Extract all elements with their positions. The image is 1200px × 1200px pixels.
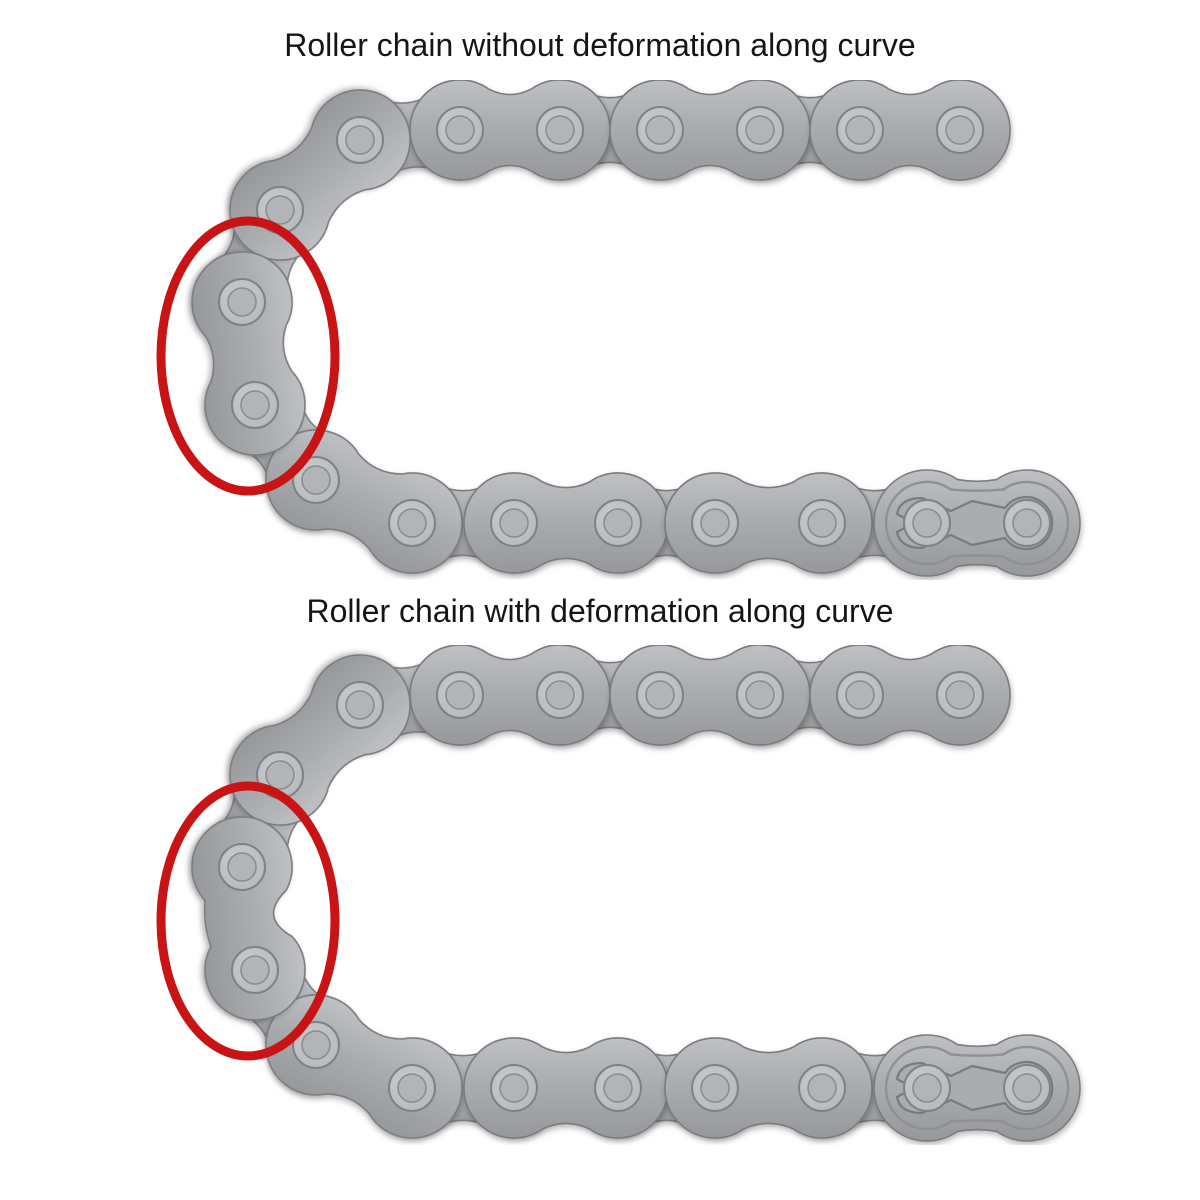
pin — [292, 1021, 340, 1069]
chain-link-outer — [191, 251, 306, 456]
pin — [490, 1064, 538, 1112]
chain-link-outer — [463, 1037, 669, 1139]
pin — [691, 499, 739, 547]
chain-link-outer — [609, 645, 811, 746]
pin — [490, 499, 538, 547]
chain-link-outer — [463, 472, 669, 574]
pin — [218, 843, 266, 891]
chain-link-outer — [809, 645, 1011, 746]
panel-with-deformation: Roller chain with deformation along curv… — [0, 592, 1200, 1145]
chain-pins — [218, 106, 1051, 547]
pin — [636, 671, 684, 719]
pin — [691, 1064, 739, 1112]
pin — [1003, 1064, 1051, 1112]
master-link-inset-outline — [884, 1045, 1070, 1131]
pin — [903, 499, 951, 547]
roller-chain-diagram-deformed — [156, 645, 1081, 1142]
pin — [936, 671, 984, 719]
pin — [836, 671, 884, 719]
chain-link-outer — [409, 80, 611, 181]
pin — [536, 671, 584, 719]
pin — [736, 671, 784, 719]
roller-chain — [191, 645, 1081, 1142]
pin — [218, 278, 266, 326]
pin — [436, 671, 484, 719]
pin — [336, 116, 384, 164]
pin — [836, 106, 884, 154]
chain-pins — [218, 671, 1051, 1112]
pin — [231, 381, 279, 429]
pin — [292, 456, 340, 504]
chain-link-outer-deformed — [191, 816, 306, 1021]
chain-link-outer — [664, 472, 873, 574]
pin — [903, 1064, 951, 1112]
panel-no-deformation-title: Roller chain without deformation along c… — [284, 27, 916, 63]
pin — [436, 106, 484, 154]
panel-with-deformation-title: Roller chain with deformation along curv… — [306, 593, 894, 629]
pin — [1003, 499, 1051, 547]
roller-chain — [191, 80, 1081, 577]
pin — [936, 106, 984, 154]
pin — [798, 1064, 846, 1112]
chain-link-outer — [609, 80, 811, 181]
highlight-ellipse — [156, 781, 340, 1061]
chain-link-outer — [409, 645, 611, 746]
panel-no-deformation: Roller chain without deformation along c… — [0, 26, 1200, 580]
pin — [536, 106, 584, 154]
master-link-inset-outline — [884, 480, 1070, 566]
highlight-ellipse — [156, 216, 340, 496]
pin — [798, 499, 846, 547]
chain-link-outer — [809, 80, 1011, 181]
roller-chain-diagram-straight — [156, 80, 1081, 577]
chain-link-outer — [664, 1037, 873, 1139]
pin — [736, 106, 784, 154]
pin — [594, 1064, 642, 1112]
pin — [231, 946, 279, 994]
pin — [336, 681, 384, 729]
pin — [636, 106, 684, 154]
pin — [388, 499, 436, 547]
pin — [388, 1064, 436, 1112]
pin — [594, 499, 642, 547]
